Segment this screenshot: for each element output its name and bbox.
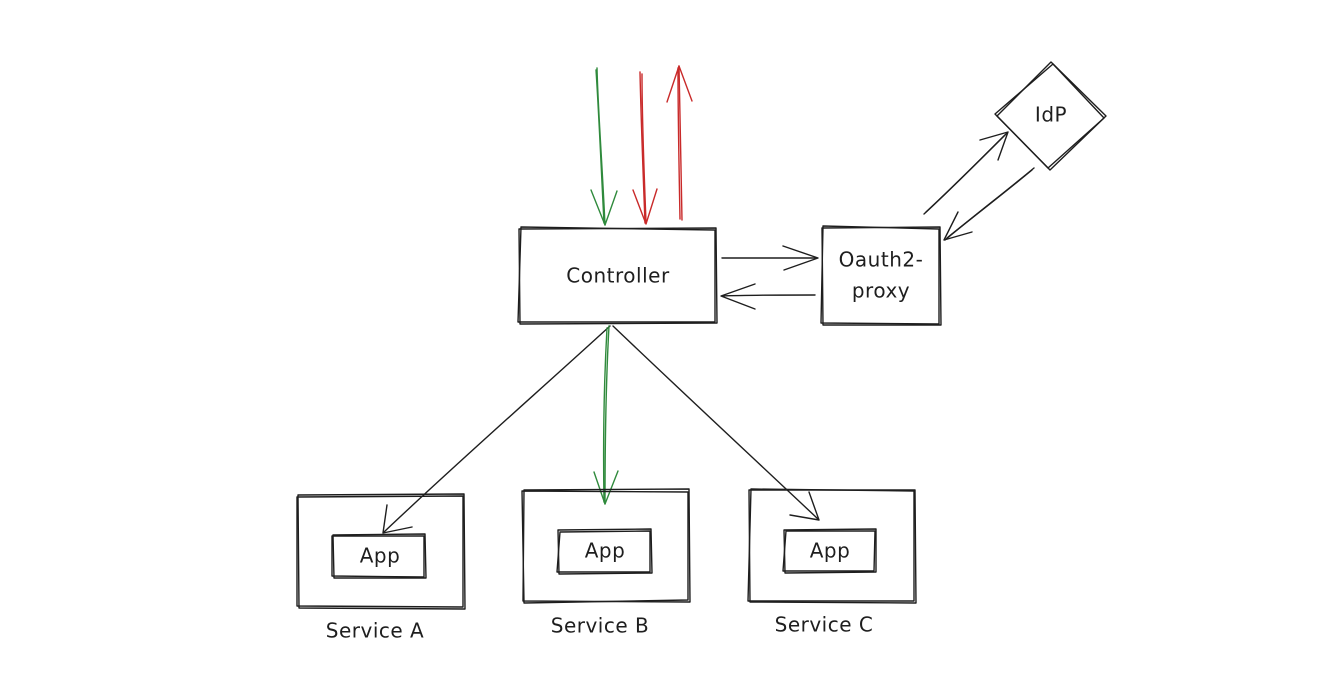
controller-to-service-a-arrow	[382, 325, 611, 534]
service-c-caption: Service C	[775, 613, 874, 637]
controller-to-proxy-arrow	[721, 245, 819, 271]
idp-to-proxy-arrow	[943, 167, 1035, 241]
oauth-proxy-node: Oauth2- proxy	[820, 225, 942, 326]
service-a-caption: Service A	[326, 619, 424, 643]
proxy-to-idp-arrow	[923, 131, 1009, 215]
service-a-app-label: App	[360, 544, 401, 568]
oauth-proxy-label-line1: Oauth2-	[839, 248, 924, 272]
service-c-app-label: App	[810, 539, 851, 563]
service-a-node: App Service A	[296, 493, 466, 643]
incoming-red-arrow	[632, 71, 658, 225]
outgoing-red-arrow	[666, 65, 693, 221]
service-b-app-label: App	[585, 539, 626, 563]
proxy-to-controller-arrow	[720, 283, 816, 310]
incoming-green-arrow	[590, 67, 618, 226]
service-c-app: App	[782, 528, 877, 574]
service-b-app: App	[556, 528, 653, 575]
controller-to-service-c-arrow	[612, 325, 820, 521]
controller-node: Controller	[517, 226, 718, 325]
service-b-caption: Service B	[551, 614, 650, 638]
oauth-proxy-label-line2: proxy	[852, 279, 910, 303]
service-c-node: App Service C	[747, 488, 917, 637]
controller-to-service-b-arrow	[593, 325, 619, 505]
service-a-app: App	[331, 533, 427, 579]
idp-node: IdP	[994, 61, 1107, 171]
idp-label: IdP	[1035, 103, 1067, 127]
controller-label: Controller	[566, 264, 670, 288]
service-b-node: App Service B	[521, 488, 691, 638]
